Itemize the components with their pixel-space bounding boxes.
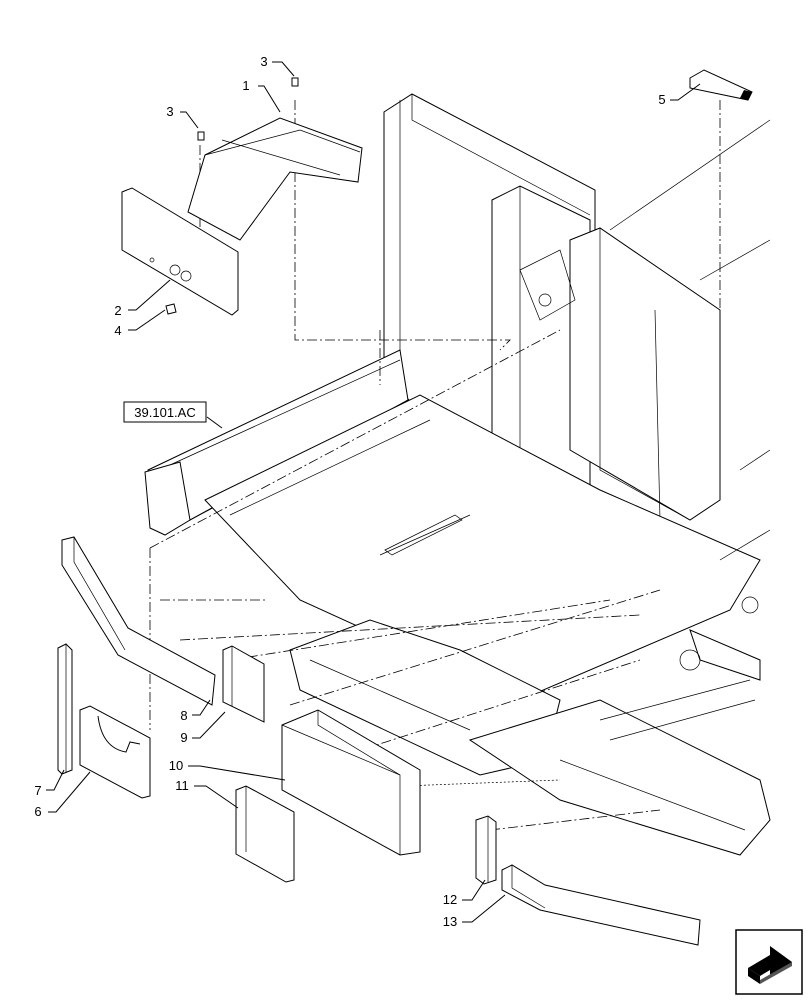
part-13-pad xyxy=(501,864,701,946)
callouts: 1 2 3 3 4 5 6 7 8 9 10 11 12 13 xyxy=(34,54,665,929)
next-page-arrow-icon[interactable] xyxy=(735,929,803,995)
part-8-pad xyxy=(61,536,216,706)
reference-label: 39.101.AC xyxy=(134,405,195,420)
chassis-frame xyxy=(144,93,771,856)
part-1-cover xyxy=(187,117,363,241)
callout-2: 2 xyxy=(114,303,121,318)
part-11-plate xyxy=(235,785,295,883)
part-6-plate xyxy=(79,705,151,799)
callout-1: 1 xyxy=(242,78,249,93)
part-3-bolt-a xyxy=(291,77,299,87)
callout-13: 13 xyxy=(443,914,457,929)
part-2-plate xyxy=(121,187,239,316)
part-12-block xyxy=(475,815,497,885)
part-7-strip xyxy=(57,643,73,775)
callout-3-left: 3 xyxy=(166,104,173,119)
part-5-block xyxy=(689,69,753,101)
callout-10: 10 xyxy=(169,758,183,773)
part-10-block xyxy=(281,709,421,856)
callout-6: 6 xyxy=(34,804,41,819)
leader-lines xyxy=(46,61,701,923)
callout-4: 4 xyxy=(114,323,121,338)
assembly-lines xyxy=(149,100,721,831)
reference-box[interactable]: 39.101.AC xyxy=(123,401,207,423)
callout-5: 5 xyxy=(658,92,665,107)
callout-3-top: 3 xyxy=(260,54,267,69)
callout-7: 7 xyxy=(34,783,41,798)
callout-12: 12 xyxy=(443,892,457,907)
part-3-bolt-b xyxy=(197,131,205,141)
callout-8: 8 xyxy=(180,708,187,723)
part-9-block xyxy=(222,645,265,723)
callout-9: 9 xyxy=(180,730,187,745)
part-4-bolt xyxy=(165,303,177,315)
callout-11: 11 xyxy=(175,778,189,793)
